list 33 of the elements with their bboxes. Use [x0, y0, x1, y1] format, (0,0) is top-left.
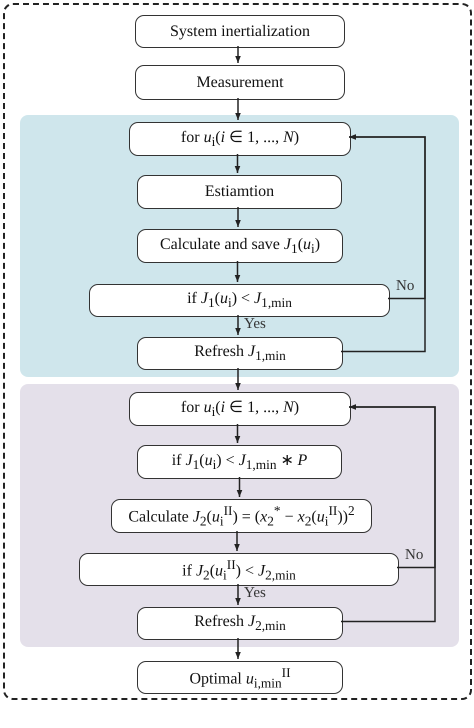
- edge-label: No: [405, 548, 424, 562]
- process-box: for u$_{i}$(i ∈ 1, ..., N): [129, 392, 351, 426]
- arrow: [235, 207, 241, 227]
- process-box: Measurement: [135, 65, 345, 100]
- arrow: [234, 531, 240, 551]
- arrow: [235, 584, 241, 605]
- process-box: System inertialization: [135, 15, 345, 48]
- arrow: [235, 46, 241, 63]
- process-box: Refresh J$_{1,min}$: [137, 337, 343, 370]
- arrow: [236, 477, 242, 497]
- arrow: [234, 154, 240, 173]
- dashed-frame: [3, 3, 472, 700]
- arrow: [341, 134, 426, 352]
- edge-label: No: [396, 278, 414, 294]
- arrow: [234, 261, 240, 282]
- process-box: if J$_{1}$(u$_{i}$) < J$_{1,min}$ ∗ P: [137, 445, 342, 479]
- process-box: for u$_{i}$(i ∈ 1, ..., N): [129, 122, 351, 156]
- process-box: Calculate and save J$_{1}$(u$_{i}$): [137, 229, 343, 263]
- process-box: if J$_{2}$(u$_{i}$$^{II}$) < J$_{2,min}$: [79, 553, 399, 586]
- arrow: [235, 98, 241, 120]
- loop-band: [20, 384, 459, 647]
- arrow: [235, 315, 241, 335]
- process-box: Refresh J$_{2,min}$: [137, 607, 343, 640]
- arrow: [234, 424, 240, 443]
- process-box: Calculate J$_{2}$(u$_{i}$$^{II}$) = (x$_{2}$$^{*}$ − x$_{2}$(u$_{i}$$^{II}$))$^{2}$: [111, 499, 372, 533]
- process-box: Estiamtion: [137, 175, 342, 209]
- loop-band: [20, 115, 459, 377]
- arrow: [235, 638, 241, 659]
- edge-label: Yes: [244, 586, 266, 601]
- edge-label: Yes: [244, 317, 266, 332]
- arrow: [341, 404, 436, 622]
- arrow: [235, 368, 241, 390]
- process-box: if J$_{1}$(u$_{i}$) < J$_{1,min}$: [89, 284, 390, 317]
